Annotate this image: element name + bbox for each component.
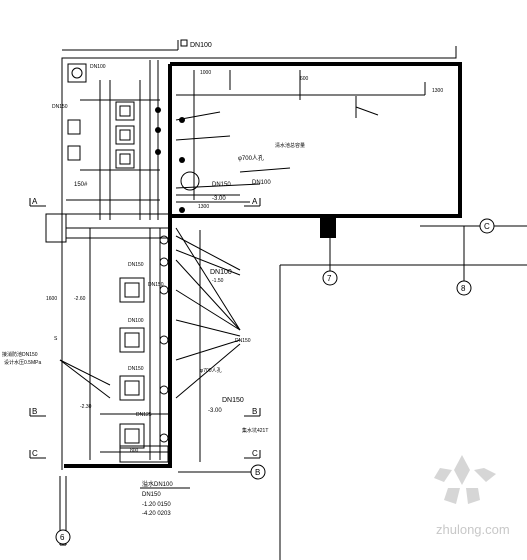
pump-elev-1600: 1600 [46, 296, 57, 302]
pump-elev-260: -2.60 [74, 296, 86, 302]
section-b-right: B [252, 407, 257, 416]
tank-inner [175, 70, 426, 203]
pump-dn100-mid: DN100 [210, 269, 232, 276]
bottom-note-4: -4.20 0203 [142, 511, 171, 517]
building-outline [59, 40, 527, 560]
label-150: 150# [74, 182, 88, 188]
axis-8-bubble [456, 280, 472, 296]
tank-manhole-label: φ700人孔 [238, 154, 264, 162]
axis-6-label: 6 [60, 533, 65, 542]
pump-block-a [45, 213, 67, 243]
upper-valves [155, 107, 185, 213]
axis-7-label: 7 [327, 274, 332, 283]
section-a-right: A [252, 197, 258, 206]
pump-dn125: DN125 [136, 412, 152, 418]
pump-note-left: 接消防池DN150 [2, 351, 38, 358]
upper-risers [66, 60, 168, 220]
lower-pumps [119, 277, 169, 463]
bottom-note-1: 溢水DN100 [142, 480, 173, 488]
pump-800: 800 [130, 448, 139, 454]
section-marks [29, 198, 261, 459]
pump-dn150-d: DN150 [128, 366, 144, 372]
pump-dn100-b: DN100 [128, 318, 144, 324]
axis-b-label: B [255, 468, 260, 477]
axis-c-label: C [484, 222, 490, 231]
column-block [320, 218, 336, 238]
pump-elev-300b: -3.00 [208, 408, 222, 414]
upper-pumps [67, 101, 135, 169]
bottom-note-3: -1.20 0150 [142, 502, 171, 508]
pump-dn150-b: DN150 [148, 282, 164, 288]
section-c-left: C [32, 449, 38, 458]
watermark-logo [434, 455, 496, 504]
bottom-note-2: DN150 [142, 492, 161, 498]
pump-manhole2: φ700人孔 [200, 367, 222, 374]
tank-elev-300: -3.00 [212, 196, 226, 202]
pump-elev-150: -1.50 [212, 278, 224, 284]
section-a-left: A [32, 197, 38, 206]
corner-box [67, 63, 87, 83]
section-b-left: B [32, 407, 37, 416]
axis-6-bubble [55, 529, 71, 545]
top-pipe-label: DN100 [190, 42, 212, 49]
tank-elev-1300: 1300 [198, 204, 209, 210]
watermark-text: zhulong.com [436, 522, 510, 537]
pump-dn150-c: DN150 [235, 338, 251, 344]
corner-circle [71, 67, 83, 79]
axis-lines [65, 225, 478, 530]
tank-dim-1000: 1000 [200, 70, 211, 76]
pump-dn150-a: DN150 [128, 262, 144, 268]
lower-pipes [59, 227, 241, 462]
pump-elev-230: -2.30 [80, 404, 92, 410]
tank-inner-label: 清水池总容量 [275, 142, 305, 149]
dn150-left-label: DN150 [52, 104, 68, 110]
axis-b-bubble [250, 464, 266, 480]
tank-walls [64, 62, 462, 468]
axis-c-bubble [479, 218, 495, 234]
dn100-left-label: DN100 [90, 64, 106, 70]
tank-pipe-dn150: DN150 [212, 182, 231, 188]
lower-valves [159, 235, 169, 443]
tank-pipe-dn100: DN100 [252, 180, 271, 186]
axis-8-label: 8 [461, 284, 466, 293]
section-c-right: C [252, 449, 258, 458]
tank-dim-1300: 1300 [432, 88, 443, 94]
top-pipe-marker [180, 39, 188, 47]
pump-dn150-e: DN150 [222, 397, 244, 404]
pump-label-s: S [54, 336, 58, 342]
axis-7-bubble [322, 270, 338, 286]
tank-dim-600: 600 [300, 76, 309, 82]
pump-label-ft: 集水坑421T [242, 427, 268, 434]
pump-note-left2: 设计水压0.5MPa [4, 359, 41, 366]
